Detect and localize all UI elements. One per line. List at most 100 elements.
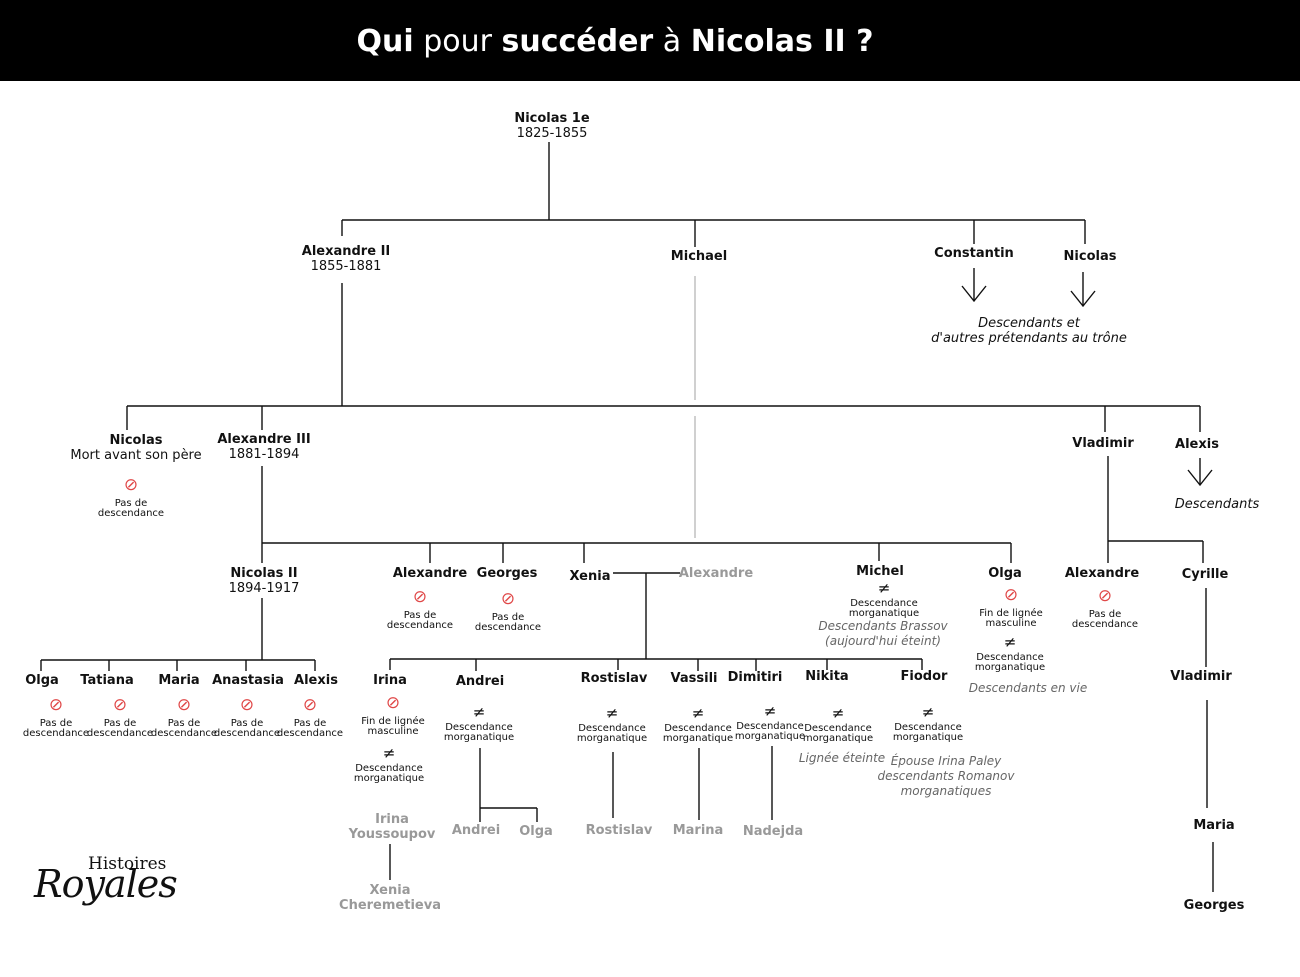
no-entry-icon: ⊘ [1003,585,1019,605]
node-michel: Michel [856,564,904,579]
badge-text: descendance [97,508,165,519]
badge-no-descendants: ⊘ Pas de descendance [1072,588,1138,630]
badge-text: morganatique [353,773,425,784]
no-entry-icon: ⊘ [1097,586,1113,606]
node-name: Rostislav [585,823,653,838]
node-vassili: Vassili [671,671,718,686]
node-name: Rostislav [580,671,648,686]
note-line: d'autres prétendants au trône [931,331,1127,346]
badge-end-of-male-line: ⊘ Fin de lignée masculine [361,695,425,737]
node-alexis-brother: Alexis [1175,437,1219,452]
badge-text: Pas de [167,718,201,729]
node-irina: Irina [373,673,407,688]
node-name: Xenia [369,883,411,898]
node-georges: Georges [477,566,538,581]
morganatic-icon: ≠ [831,704,845,722]
node-marina: Marina [673,823,724,838]
badge-text: Pas de [403,610,437,621]
node-name: Cyrille [1181,567,1229,582]
node-name: Olga [988,566,1022,581]
badge-morganatic: ≠ Descendance morganatique [893,705,963,743]
no-entry-icon: ⊘ [239,695,255,715]
node-name: Cheremetieva [339,898,441,913]
node-name: Alexandre [1064,566,1140,581]
node-name: Fiodor [900,669,948,684]
node-maria: Maria [158,673,199,688]
no-entry-icon: ⊘ [112,695,128,715]
badge-text: Descendance [578,723,646,734]
no-entry-icon: ⊘ [412,587,428,607]
node-name: Michael [670,249,728,264]
note-descendants-en-vie: Descendants en vie [969,681,1087,696]
note-line: Lignée éteinte [798,751,886,765]
node-name: Constantin [934,246,1014,261]
badge-no-descendants: ⊘ Pas de descendance [475,591,541,633]
no-entry-icon: ⊘ [500,589,516,609]
note-line: Descendants [1174,497,1260,512]
badge-text: descendance [86,728,154,739]
badge-morganatic: ≠ Descendance morganatique [975,635,1045,673]
node-years: 1894-1917 [228,581,300,596]
badge-text: morganatique [734,731,806,742]
morganatic-icon: ≠ [605,704,619,722]
badge-no-descendants: ⊘ Pas de descendance [214,697,280,739]
logo-text: Histoires [88,854,167,874]
node-name: Alexandre III [217,432,311,447]
morganatic-icon: ≠ [763,702,777,720]
note-line: descendants Romanov [877,769,1015,783]
badge-text: Pas de [1088,609,1122,620]
histoires-royales-logo: Histoires Royales [34,848,178,910]
node-name: Nikita [805,669,849,684]
note-fiodor: Épouse Irina Paley descendants Romanov m… [878,754,1015,799]
badge-text: Descendance [355,763,423,774]
badge-text: descendance [22,728,90,739]
node-name: Marina [672,823,724,838]
badge-text: descendance [474,622,542,633]
node-name: Nicolas [109,433,163,448]
note-line: (aujourd'hui éteint) [825,634,941,648]
title-word-a: à [662,24,682,59]
badge-text: Pas de [230,718,264,729]
node-andrei-grandchild: Andrei [452,823,500,838]
badge-morganatic: ≠ Descendance morganatique [577,706,647,744]
node-name: Alexis [294,673,338,688]
badge-no-descendants: ⊘ Pas de descendance [23,697,89,739]
node-name: Anastasia [212,673,284,688]
node-name: Andrei [455,674,505,689]
morganatic-icon: ≠ [1003,633,1017,651]
badge-no-descendants: ⊘ Pas de descendance [151,697,217,739]
node-nicolas-brother: Nicolas [1064,249,1117,264]
badge-text: morganatique [848,608,920,619]
node-years: 1855-1881 [310,259,382,274]
badge-no-descendants: ⊘ Pas de descendance [277,697,343,739]
morganatic-icon: ≠ [921,703,935,721]
badge-text: morganatique [974,662,1046,673]
node-name: Vladimir [1072,436,1134,451]
badge-text: descendance [150,728,218,739]
node-olga: Olga [988,566,1022,581]
node-olga-nikolaevna: Olga [25,673,59,688]
no-entry-icon: ⊘ [302,695,318,715]
no-entry-icon: ⊘ [123,475,139,495]
no-entry-icon: ⊘ [385,693,401,713]
badge-text: Descendance [804,723,872,734]
node-name: Vassili [670,671,718,686]
node-name: Nicolas II [230,566,298,581]
node-fiodor: Fiodor [901,669,948,684]
badge-text: Pas de [39,718,73,729]
note-line: morganatiques [900,784,992,798]
node-rostislav: Rostislav [581,671,648,686]
badge-text: morganatique [443,732,515,743]
node-name: Alexandre [392,566,468,581]
node-name: Georges [476,566,538,581]
node-irina-youssoupov: Irina Youssoupov [349,812,436,842]
node-name: Nicolas 1e [514,111,590,126]
node-name: Vladimir [1170,669,1232,684]
node-years: 1881-1894 [228,447,300,462]
node-olga-grandchild: Olga [519,824,553,839]
note-descendants-autres: Descendants et d'autres prétendants au t… [931,316,1127,346]
morganatic-icon: ≠ [691,704,705,722]
node-alexandre-iii: Alexandre III 1881-1894 [217,432,310,462]
badge-text: Pas de [293,718,327,729]
